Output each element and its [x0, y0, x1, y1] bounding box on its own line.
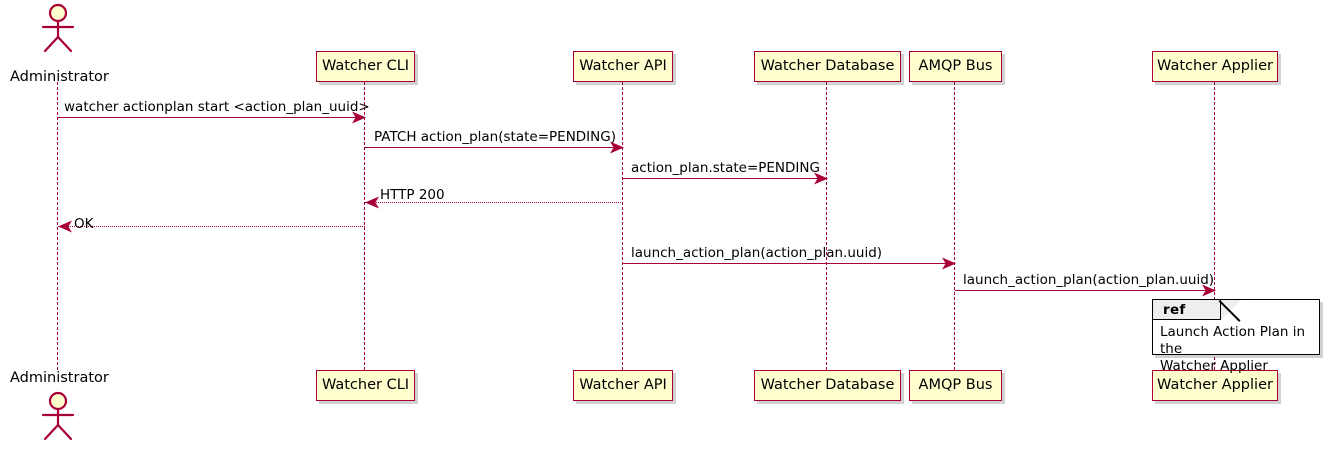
message-line-m7	[955, 290, 1215, 291]
message-label-m4: HTTP 200	[380, 187, 445, 203]
lifeline-amqp-bus	[954, 82, 956, 370]
arrowhead-m2	[610, 141, 624, 154]
message-label-m2: PATCH action_plan(state=PENDING)	[374, 129, 616, 145]
actor-administrator-top	[37, 3, 79, 53]
message-label-m7: launch_action_plan(action_plan.uuid)	[963, 272, 1215, 288]
lifeline-watcher-api	[622, 82, 624, 370]
message-line-m1	[58, 117, 365, 118]
message-line-m3	[623, 178, 827, 179]
ref-fragment-text: Launch Action Plan in the Watcher Applie…	[1160, 324, 1306, 374]
actor-administrator-bottom	[37, 391, 79, 441]
message-label-m5: OK	[74, 216, 94, 232]
participant-watcher-cli-bottom: Watcher CLI	[316, 370, 415, 401]
message-line-m4	[365, 202, 623, 203]
participant-watcher-api-top: Watcher API	[573, 51, 673, 82]
message-label-m1: watcher actionplan start <action_plan_uu…	[64, 99, 370, 115]
participant-amqp-bus-top: AMQP Bus	[909, 51, 1002, 82]
participant-watcher-cli-top: Watcher CLI	[316, 51, 415, 82]
arrowhead-m6	[942, 257, 956, 270]
arrowhead-m4	[365, 196, 379, 209]
actor-label-administrator-bottom: Administrator	[10, 370, 109, 386]
participant-amqp-bus-bottom: AMQP Bus	[909, 370, 1002, 401]
participant-watcher-applier-bottom: Watcher Applier	[1152, 370, 1278, 401]
lifeline-watcher-database	[826, 82, 828, 370]
participant-watcher-applier-top: Watcher Applier	[1152, 51, 1278, 82]
arrowhead-m1	[352, 111, 366, 124]
participant-watcher-database-top: Watcher Database	[754, 51, 901, 82]
arrowhead-m3	[814, 172, 828, 185]
ref-fragment: ref Launch Action Plan in the Watcher Ap…	[1152, 299, 1320, 374]
participant-watcher-api-bottom: Watcher API	[573, 370, 673, 401]
participant-watcher-database-bottom: Watcher Database	[754, 370, 901, 401]
lifeline-administrator	[57, 82, 59, 370]
message-line-m5	[58, 226, 365, 227]
ref-fragment-tab-label: ref	[1153, 300, 1221, 320]
lifeline-watcher-applier	[1214, 82, 1216, 370]
message-line-m6	[623, 263, 955, 264]
actor-label-administrator-top: Administrator	[10, 69, 109, 85]
message-label-m6: launch_action_plan(action_plan.uuid)	[631, 245, 883, 261]
message-line-m2	[365, 147, 623, 148]
arrowhead-m7	[1202, 284, 1216, 297]
ref-fragment-fold-corner	[1221, 300, 1241, 320]
message-label-m3: action_plan.state=PENDING	[631, 160, 820, 176]
arrowhead-m5	[58, 220, 72, 233]
